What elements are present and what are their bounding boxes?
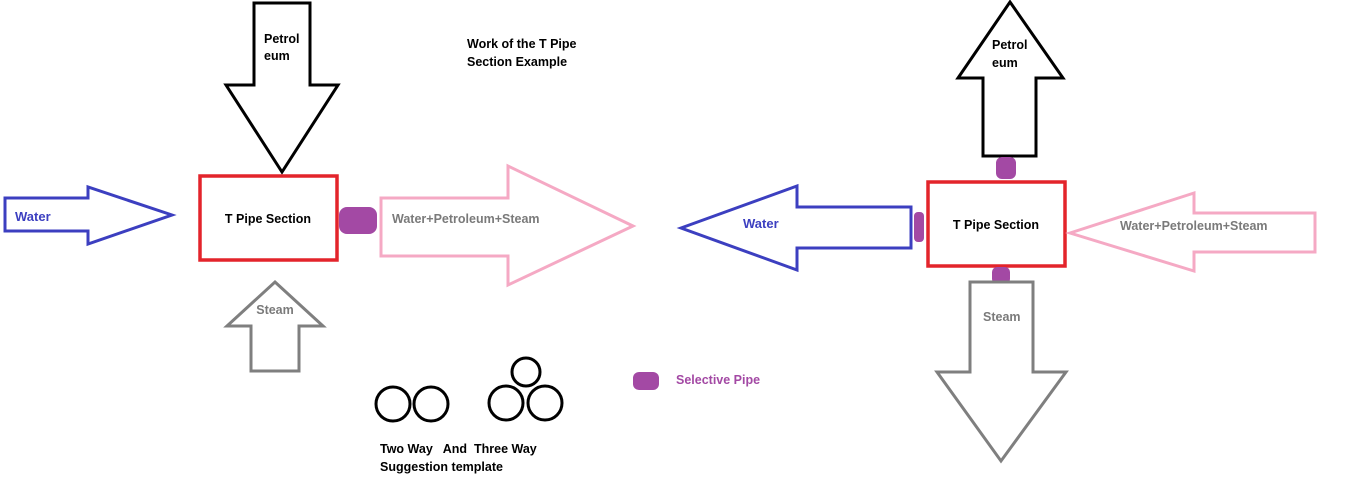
left-petroleum-label-line2: eum [264,49,290,63]
left-petroleum-label-line1: Petrol [264,32,299,46]
left-t-pipe-section [198,174,339,262]
right-input-arrow [1065,190,1317,274]
two-way-circle-left [374,385,412,423]
right-selective-pipe-left [914,212,924,242]
selective-pipe-legend-swatch [633,372,659,390]
right-steam-arrow [934,280,1069,464]
right-steam-label: Steam [983,310,1021,324]
three-way-circle-top [510,356,542,388]
right-selective-pipe-bottom [992,267,1010,284]
left-output-label: Water+Petroleum+Steam [392,212,540,226]
left-petroleum-arrow [223,1,341,175]
right-petroleum-arrow [955,0,1066,158]
left-t-pipe-label: T Pipe Section [225,212,311,226]
diagram-title-line1: Work of the T Pipe [467,37,577,51]
left-output-arrow [379,163,637,288]
diagram-title-line2: Section Example [467,55,567,69]
right-input-label: Water+Petroleum+Steam [1120,219,1268,233]
right-selective-pipe-top [996,157,1016,179]
template-label-line2: Suggestion template [380,460,503,474]
right-t-pipe-label: T Pipe Section [953,218,1039,232]
three-way-circle-right [526,384,564,422]
right-water-label: Water [743,216,779,231]
left-selective-pipe-connector [339,207,377,234]
right-water-arrow [676,183,913,273]
right-petroleum-label-line1: Petrol [992,38,1027,52]
selective-pipe-legend-label: Selective Pipe [676,373,760,387]
three-way-circle-left [487,384,525,422]
left-steam-arrow [223,279,327,373]
left-steam-label: Steam [256,303,294,317]
two-way-circle-right [412,385,450,423]
left-water-arrow [3,184,177,247]
template-label-line1: Two Way And Three Way [380,442,537,456]
right-petroleum-label-line2: eum [992,56,1018,70]
right-t-pipe-section [926,180,1067,268]
left-water-label: Water [15,209,51,224]
